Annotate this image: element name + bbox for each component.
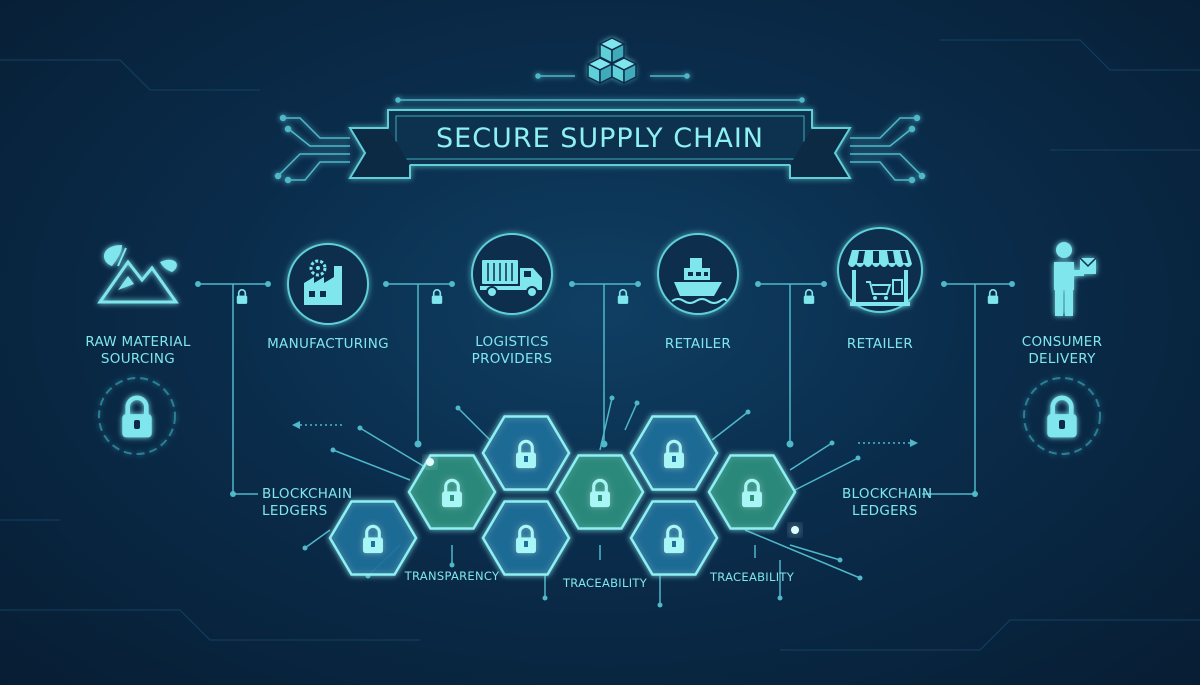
hex-block bbox=[707, 454, 797, 530]
big-lock-left bbox=[98, 377, 176, 455]
glow-spark bbox=[426, 458, 434, 466]
big-lock-right bbox=[1023, 377, 1101, 455]
bottom-label: TRACEABILITY bbox=[562, 576, 648, 590]
bottom-label: TRANSPARENCY bbox=[404, 569, 500, 583]
bottom-labels: TRANSPARENCY TRACEABILITY TRACEABILITY bbox=[404, 569, 795, 590]
ledger-labels: BLOCKCHAIN LEDGERS BLOCKCHAIN LEDGERS bbox=[262, 486, 932, 519]
background-circuit bbox=[0, 39, 1200, 651]
hex-block bbox=[555, 454, 645, 530]
ledger-label-right: BLOCKCHAIN bbox=[842, 486, 932, 502]
ledger-label-left: BLOCKCHAIN bbox=[262, 486, 352, 502]
hex-block bbox=[629, 500, 719, 576]
factory-gear-icon bbox=[304, 259, 342, 305]
stage-label: PROVIDERS bbox=[472, 351, 553, 367]
stage-raw-material-sourcing bbox=[97, 245, 179, 304]
bottom-label: TRACEABILITY bbox=[709, 570, 795, 584]
node-dots bbox=[195, 281, 1015, 608]
stage-label: RAW MATERIAL bbox=[85, 334, 190, 350]
stage-label: SOURCING bbox=[101, 351, 175, 367]
connector-lock-icon bbox=[617, 289, 629, 305]
stage-retailer-store bbox=[837, 227, 923, 313]
ledger-label-right: LEDGERS bbox=[852, 503, 918, 519]
title-banner: SECURE SUPPLY CHAIN bbox=[274, 37, 926, 184]
glow-spark bbox=[791, 526, 799, 534]
stage-consumer-delivery bbox=[1054, 242, 1097, 316]
stage-logistics-providers bbox=[471, 233, 553, 315]
flow-lines bbox=[198, 283, 1012, 605]
cubes-icon bbox=[586, 37, 638, 85]
stage-label: LOGISTICS bbox=[475, 334, 549, 350]
hex-block bbox=[328, 500, 418, 576]
hex-block bbox=[481, 415, 571, 491]
connector-lock-icon bbox=[987, 289, 999, 305]
stage-label: MANUFACTURING bbox=[267, 336, 389, 352]
padlock-icon bbox=[123, 398, 151, 437]
stage-label: CONSUMER bbox=[1022, 334, 1103, 350]
connector-lock-icon bbox=[236, 289, 248, 305]
ship-icon bbox=[671, 258, 727, 304]
stage-label: RETAILER bbox=[847, 336, 913, 352]
hex-block bbox=[407, 454, 497, 530]
delivery-person-icon bbox=[1054, 242, 1097, 316]
page-title: SECURE SUPPLY CHAIN bbox=[436, 123, 764, 154]
stage-manufacturing bbox=[287, 243, 369, 325]
connector-lock-icon bbox=[803, 289, 815, 305]
stage-retailer-ship bbox=[657, 233, 739, 315]
connector-lock-icon bbox=[431, 289, 443, 305]
blockchain-hex-grid bbox=[328, 415, 799, 576]
hex-block bbox=[481, 500, 571, 576]
storefront-cart-icon bbox=[848, 250, 912, 306]
mountain-leaf-icon bbox=[97, 245, 179, 304]
ledger-label-left: LEDGERS bbox=[262, 503, 328, 519]
padlock-icon bbox=[1048, 398, 1076, 437]
stage-labels: RAW MATERIAL SOURCING MANUFACTURING LOGI… bbox=[85, 334, 1102, 367]
hex-block bbox=[629, 415, 719, 491]
stage-label: DELIVERY bbox=[1028, 351, 1096, 367]
truck-icon bbox=[480, 260, 542, 298]
stage-label: RETAILER bbox=[665, 336, 731, 352]
